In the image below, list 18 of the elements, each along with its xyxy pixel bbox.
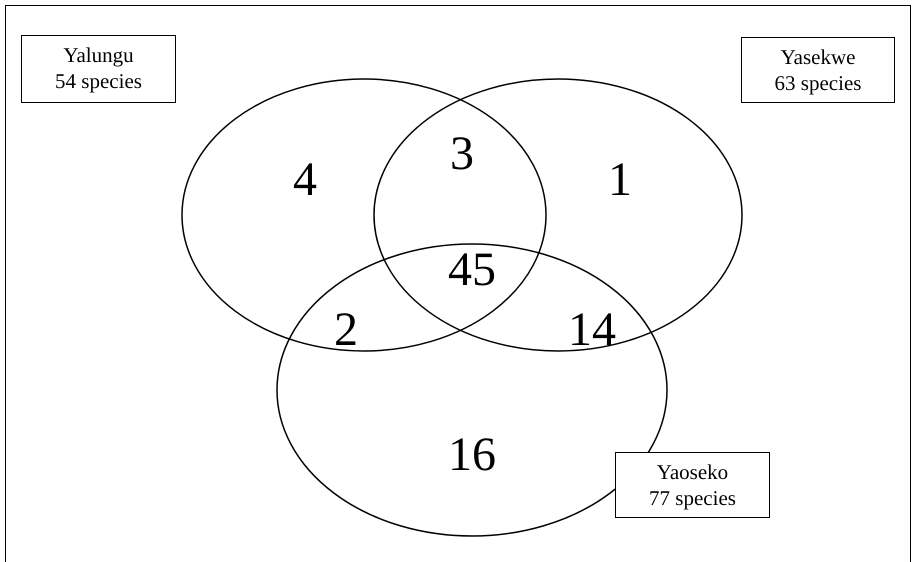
set-label-box: [615, 452, 770, 518]
region-count: 3: [450, 130, 474, 178]
species-count: 63 species: [774, 70, 862, 96]
set-name: Yalungu: [62, 42, 135, 68]
species-count: 54 species: [54, 68, 143, 94]
species-count: 77 species: [648, 485, 737, 511]
region-count: 45: [448, 246, 496, 294]
set-name: Yaoseko: [656, 459, 730, 485]
region-count: 2: [334, 306, 358, 354]
set-name: Yasekwe: [780, 44, 856, 70]
region-count: 4: [293, 156, 317, 204]
set-circle: [373, 78, 743, 352]
set-label-box: [741, 37, 895, 103]
set-label-box: [21, 35, 176, 103]
region-count: 16: [448, 431, 496, 479]
region-count: 14: [568, 306, 616, 354]
set-circle: [181, 78, 547, 352]
region-count: 1: [608, 156, 632, 204]
